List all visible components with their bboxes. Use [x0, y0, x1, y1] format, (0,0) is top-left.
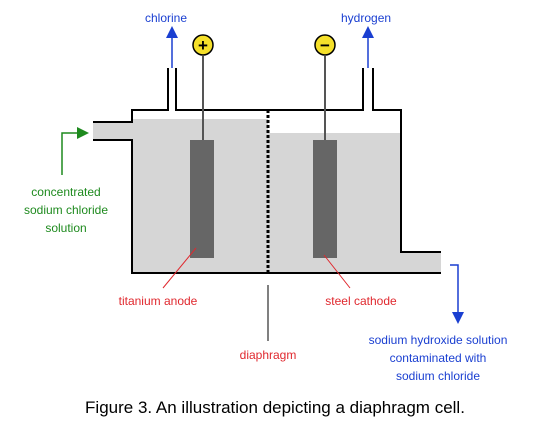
outlet-label-line-1: sodium hydroxide solution — [369, 333, 508, 347]
figure-caption: Figure 3. An illustration depicting a di… — [85, 398, 465, 417]
outlet-label-line-2: contaminated with — [390, 351, 487, 365]
chlorine-label: chlorine — [145, 11, 187, 25]
outlet-arrow-icon — [450, 264, 464, 324]
anode-compartment-electrolyte — [93, 119, 268, 273]
inlet-label-line-3: solution — [45, 221, 86, 235]
positive-terminal-icon — [192, 34, 214, 56]
inlet-label-line-2: sodium chloride — [24, 203, 108, 217]
cathode-leader-line — [323, 254, 351, 289]
inlet-label-line-1: concentrated — [31, 185, 100, 199]
inlet-arrow-icon — [61, 127, 89, 175]
negative-sign: − — [320, 36, 330, 55]
positive-sign: + — [198, 36, 208, 55]
cathode-compartment-electrolyte — [268, 133, 441, 273]
negative-terminal-icon — [314, 34, 336, 56]
hydrogen-label: hydrogen — [341, 11, 391, 25]
anode-electrode — [190, 140, 214, 258]
diaphragm-label: diaphragm — [240, 348, 297, 362]
cathode-label: steel cathode — [325, 294, 397, 308]
cathode-electrode — [313, 140, 337, 258]
anode-leader-line — [162, 247, 197, 289]
anode-label: titanium anode — [119, 294, 198, 308]
outlet-label-line-3: sodium chloride — [396, 369, 480, 383]
